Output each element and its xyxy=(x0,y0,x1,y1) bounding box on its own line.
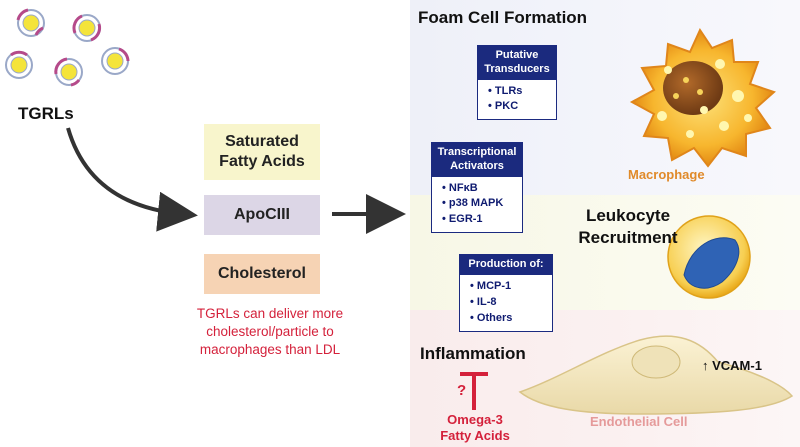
endothelial-cell-icon xyxy=(518,335,794,415)
vcam-label: ↑ VCAM-1 xyxy=(702,358,762,373)
apociii-label: ApoCIII xyxy=(234,206,290,223)
tgrl-particle-icon xyxy=(16,8,45,37)
tgrl-particle-icon xyxy=(54,57,83,87)
question-mark: ? xyxy=(457,382,467,399)
macrophage-icon xyxy=(629,27,776,168)
apociii-box: ApoCIII xyxy=(204,195,320,235)
list-item: MCP-1 xyxy=(470,279,546,295)
production-of-box: Production of: MCP-1 IL-8 Others xyxy=(459,254,553,332)
tgrl-particle-icon xyxy=(5,50,33,79)
list-item: TLRs xyxy=(488,84,550,100)
delivery-note: TGRLs can deliver more cholesterol/parti… xyxy=(196,306,344,358)
inflammation-title: Inflammation xyxy=(420,344,526,363)
tgrl-particle-icon xyxy=(72,14,102,42)
endothelial-cell-label: Endothelial Cell xyxy=(590,414,688,429)
transcriptional-activators-title: Transcriptional Activators xyxy=(432,143,522,177)
leukocyte-icon xyxy=(667,215,751,299)
cholesterol-box: Cholesterol xyxy=(204,254,320,294)
inhibition-icon xyxy=(460,372,488,410)
macrophage-label: Macrophage xyxy=(628,167,705,182)
tgrl-particle-icon xyxy=(101,47,130,75)
putative-transducers-title: Putative Transducers xyxy=(478,46,556,80)
list-item: NFκB xyxy=(442,181,516,197)
saturated-fatty-acids-box: Saturated Fatty Acids xyxy=(204,124,320,180)
list-item: PKC xyxy=(488,99,550,115)
putative-transducers-box: Putative Transducers TLRs PKC xyxy=(477,45,557,121)
transcriptional-activators-box: Transcriptional Activators NFκB p38 MAPK… xyxy=(431,142,523,234)
curved-arrow-icon xyxy=(66,127,198,232)
omega-3-label: Omega-3 Fatty Acids xyxy=(440,412,510,443)
cholesterol-label: Cholesterol xyxy=(217,265,306,282)
list-item: Others xyxy=(470,311,546,327)
leukocyte-title: Leukocyte Recruitment xyxy=(578,206,678,248)
saturated-fatty-acids-label: Saturated Fatty Acids xyxy=(219,133,305,170)
list-item: IL-8 xyxy=(470,295,546,311)
list-item: p38 MAPK xyxy=(442,196,516,212)
production-of-title: Production of: xyxy=(460,255,552,275)
list-item: EGR-1 xyxy=(442,212,516,228)
foam-cell-title: Foam Cell Formation xyxy=(418,8,588,27)
tgrls-label: TGRLs xyxy=(18,104,74,123)
